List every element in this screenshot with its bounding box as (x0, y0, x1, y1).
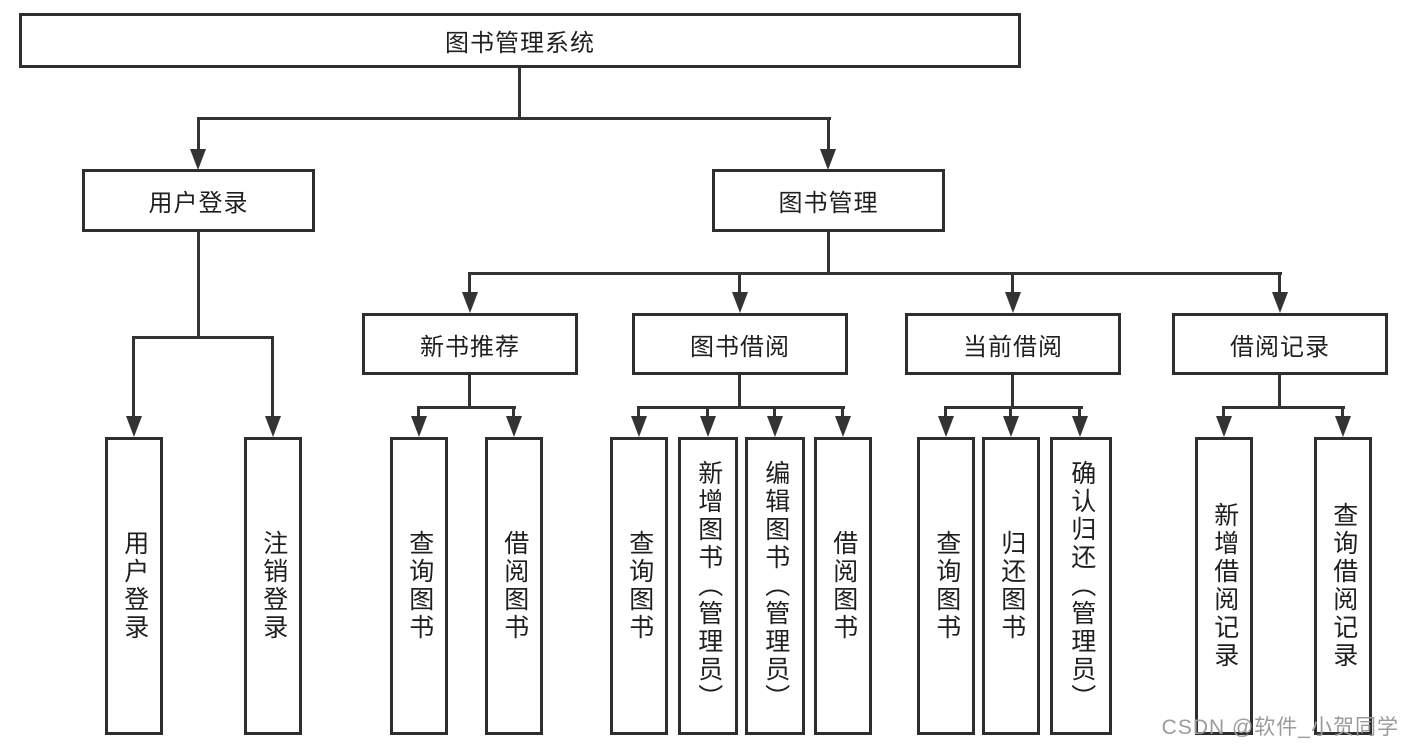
connector-to-leaf-query-books-3 (944, 406, 947, 417)
leaf-add-borrow-record-label: 新增借阅记录 (1210, 502, 1239, 670)
node-borrowing-records: 借阅记录 (1172, 313, 1388, 375)
node-root-book-management-system: 图书管理系统 (19, 13, 1021, 68)
connector-current-borrowing-branch-line (944, 406, 1083, 409)
leaf-edit-book-admin: 编辑图书（管理员） (745, 437, 805, 735)
leaf-query-books-2: 查询图书 (610, 437, 668, 735)
csdn-watermark: CSDN @软件_小贺同学 (1161, 716, 1399, 739)
leaf-borrow-books-1-label: 借阅图书 (500, 530, 529, 642)
node-new-book-recommend: 新书推荐 (362, 313, 578, 375)
node-new-book-recommend-label: 新书推荐 (420, 333, 520, 361)
connector-book-borrowing-stem (738, 375, 741, 406)
arrow-down-icon (1335, 416, 1351, 437)
leaf-user-login-label: 用户登录 (120, 530, 149, 642)
arrow-down-icon (1005, 292, 1021, 313)
connector-to-leaf-borrow-books-1 (512, 406, 515, 417)
arrow-down-icon (732, 292, 748, 313)
arrow-down-icon (938, 416, 954, 437)
leaf-query-borrow-record-label: 查询借阅记录 (1329, 502, 1358, 670)
connector-to-leaf-edit-book (773, 406, 776, 417)
arrow-down-icon (265, 416, 281, 437)
connector-to-book-borrowing (738, 272, 741, 294)
node-current-borrowing: 当前借阅 (905, 313, 1121, 375)
node-book-borrowing: 图书借阅 (632, 313, 848, 375)
leaf-return-books-label: 归还图书 (997, 530, 1026, 642)
node-user-login-label: 用户登录 (148, 190, 249, 217)
leaf-query-borrow-record: 查询借阅记录 (1314, 437, 1372, 735)
arrow-down-icon (835, 416, 851, 437)
connector-to-leaf-query-books-2 (637, 406, 640, 417)
connector-to-current-borrowing (1011, 272, 1014, 294)
arrow-down-icon (820, 149, 836, 170)
leaf-query-books-1-label: 查询图书 (405, 530, 434, 642)
arrow-down-icon (1272, 292, 1288, 313)
connector-to-leaf-user-login (132, 336, 135, 417)
node-book-borrowing-label: 图书借阅 (690, 333, 790, 361)
leaf-borrow-books-2-label: 借阅图书 (829, 530, 858, 642)
arrow-down-icon (190, 149, 206, 170)
node-user-login: 用户登录 (82, 169, 315, 232)
node-current-borrowing-label: 当前借阅 (963, 333, 1063, 361)
arrow-down-icon (411, 416, 427, 437)
connector-to-leaf-query-books-1 (417, 406, 420, 417)
leaf-query-books-3-label: 查询图书 (932, 530, 961, 642)
arrow-down-icon (462, 292, 478, 313)
connector-book-management-stem (827, 232, 830, 272)
connector-to-leaf-logout (271, 336, 274, 417)
leaf-add-book-admin: 新增图书（管理员） (678, 437, 738, 735)
leaf-confirm-return-admin-label: 确认归还（管理员） (1067, 460, 1096, 712)
arrow-down-icon (1072, 416, 1088, 437)
connector-new-book-recommend-branch-line (417, 406, 516, 409)
connector-to-borrowing-records (1278, 272, 1281, 294)
connector-borrowing-records-stem (1278, 375, 1281, 406)
leaf-borrow-books-1: 借阅图书 (485, 437, 543, 735)
leaf-add-borrow-record: 新增借阅记录 (1195, 437, 1253, 735)
connector-to-leaf-query-borrow-record (1341, 406, 1344, 417)
connector-current-borrowing-stem (1011, 375, 1014, 406)
node-borrowing-records-label: 借阅记录 (1230, 333, 1330, 361)
leaf-confirm-return-admin: 确认归还（管理员） (1050, 437, 1112, 735)
leaf-borrow-books-2: 借阅图书 (814, 437, 872, 735)
node-book-management: 图书管理 (712, 169, 945, 232)
leaf-edit-book-admin-label: 编辑图书（管理员） (761, 460, 790, 712)
arrow-down-icon (126, 416, 142, 437)
connector-book-borrowing-branch-line (637, 406, 845, 409)
leaf-add-book-admin-label: 新增图书（管理员） (694, 460, 723, 712)
leaf-logout-label: 注销登录 (259, 530, 288, 642)
arrow-down-icon (631, 416, 647, 437)
connector-to-leaf-confirm-return (1078, 406, 1081, 417)
connector-to-new-book-recommend (468, 272, 471, 294)
connector-root-stem (518, 68, 521, 117)
leaf-logout: 注销登录 (244, 437, 302, 735)
connector-root-to-user-login (197, 117, 200, 150)
connector-to-leaf-borrow-books-2 (841, 406, 844, 417)
leaf-query-books-1: 查询图书 (390, 437, 448, 735)
connector-user-login-stem (197, 232, 200, 336)
connector-new-book-recommend-stem (468, 375, 471, 406)
connector-to-leaf-add-book (706, 406, 709, 417)
node-root-label: 图书管理系统 (445, 30, 595, 57)
connector-user-login-branch-line (132, 336, 274, 339)
arrow-down-icon (1003, 416, 1019, 437)
connector-to-leaf-add-borrow-record (1222, 406, 1225, 417)
connector-borrowing-records-branch-line (1222, 406, 1345, 409)
arrow-down-icon (767, 416, 783, 437)
arrow-down-icon (506, 416, 522, 437)
arrow-down-icon (700, 416, 716, 437)
node-book-management-label: 图书管理 (778, 190, 879, 217)
leaf-user-login: 用户登录 (105, 437, 163, 735)
connector-to-leaf-return-books (1009, 406, 1012, 417)
arrow-down-icon (1216, 416, 1232, 437)
connector-book-management-branch-line (468, 272, 1282, 275)
leaf-query-books-2-label: 查询图书 (625, 530, 654, 642)
connector-root-branch-line (197, 117, 831, 120)
leaf-return-books: 归还图书 (982, 437, 1040, 735)
connector-root-to-book-management (827, 117, 830, 150)
leaf-query-books-3: 查询图书 (917, 437, 975, 735)
